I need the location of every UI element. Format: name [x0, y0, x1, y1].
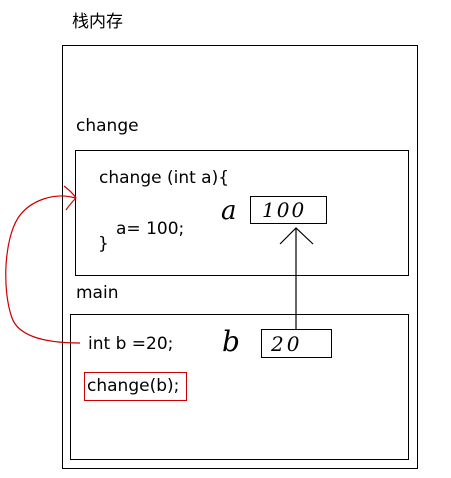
change-method-signature: change (int a){: [99, 168, 230, 188]
method-call-text: change(b);: [87, 376, 180, 396]
stack-memory-box: [62, 45, 418, 469]
main-declaration: int b =20;: [88, 334, 174, 354]
change-assignment: a= 100;: [116, 219, 185, 239]
main-frame-box: [70, 314, 409, 460]
var-b-symbol: b: [222, 325, 240, 358]
param-a-value-box: [250, 196, 327, 224]
change-frame-box: [75, 150, 409, 276]
param-a-symbol: a: [221, 196, 237, 226]
param-a-value: 100: [262, 198, 307, 222]
main-frame-label: main: [76, 283, 119, 303]
var-b-value-box: [261, 329, 332, 358]
value-copy-arrow-head: [279, 227, 314, 245]
change-frame-label: change: [76, 116, 139, 136]
stack-memory-title: 栈内存: [72, 12, 123, 32]
call-arrow-curve: [5, 195, 81, 344]
var-b-value: 20: [271, 332, 303, 356]
call-arrow-head: [63, 185, 77, 211]
change-closing-brace: }: [98, 234, 109, 254]
method-call-box: [84, 372, 187, 401]
